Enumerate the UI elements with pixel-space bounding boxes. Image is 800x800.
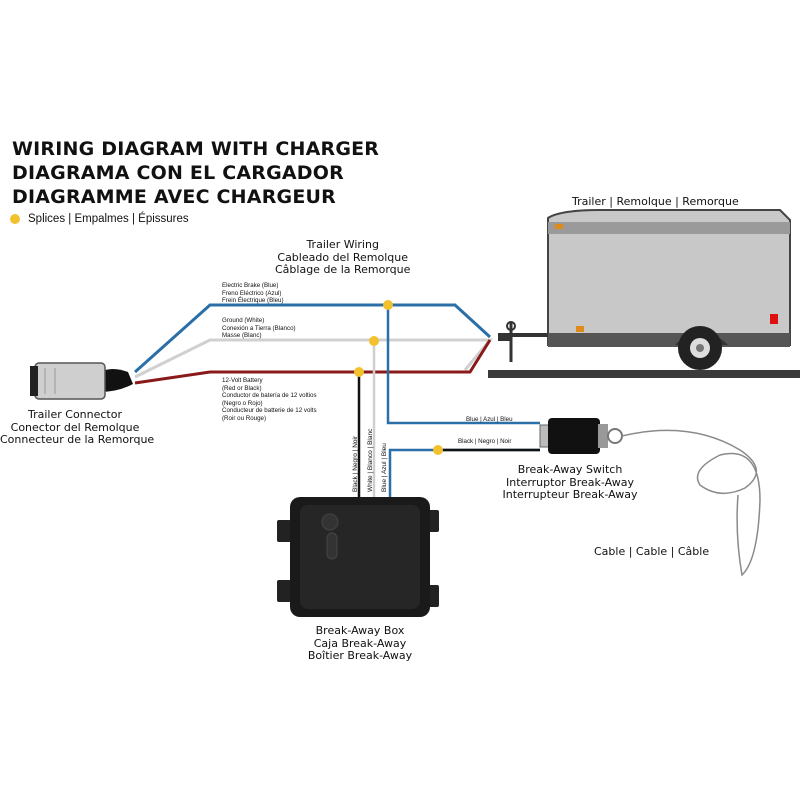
- splice-brake: [383, 300, 393, 310]
- blue-wire-label: Blue | Azul | Bleu: [381, 443, 388, 492]
- breakaway-box-label: Break-Away Box Caja Break-Away Boîtier B…: [307, 624, 413, 662]
- trailer-wiring-label: Trailer Wiring Cableado del Remolque Câb…: [275, 238, 411, 276]
- white-wire-label: White | Blanco | Blanc: [367, 428, 374, 492]
- diagram-title-es: DIAGRAMA CON EL CARGADOR: [12, 162, 344, 184]
- battery-label: 12-Volt Battery (Red or Black) Conductor…: [222, 377, 317, 422]
- breakaway-switch-illustration: [539, 418, 623, 454]
- splice-dot-icon: [10, 214, 20, 224]
- electric-brake-label: Electric Brake (Blue) Freno Eléctrico (A…: [222, 282, 284, 304]
- black-wire-label: Black | Negro | Noir: [352, 435, 359, 492]
- splice-switch: [433, 445, 443, 455]
- splice-legend: Splices | Empalmes | Épissures: [10, 213, 189, 225]
- trailer-connector-label: Trailer Connector Conector del Remolque …: [0, 408, 155, 446]
- ground-label: Ground (White) Conexión a Tierra (Blanco…: [222, 317, 296, 339]
- breakaway-cable: [621, 429, 761, 577]
- splice-legend-label: Splices | Empalmes | Épissures: [28, 213, 189, 225]
- switch-black-wire-label: Black | Negro | Noir: [458, 438, 512, 445]
- breakaway-box-illustration: [277, 497, 439, 617]
- trailer-label: Trailer | Remolque | Remorque: [572, 195, 739, 208]
- splice-ground: [369, 336, 379, 346]
- switch-blue-wire-label: Blue | Azul | Bleu: [466, 416, 513, 423]
- trailer-illustration: [488, 209, 800, 378]
- splice-battery: [354, 367, 364, 377]
- cable-label: Cable | Cable | Câble: [594, 545, 710, 558]
- trailer-connector-plug: [30, 362, 133, 400]
- diagram-title-fr: DIAGRAMME AVEC CHARGEUR: [12, 186, 336, 208]
- diagram-title-en: WIRING DIAGRAM WITH CHARGER: [12, 138, 380, 160]
- breakaway-switch-label: Break-Away Switch Interruptor Break-Away…: [502, 463, 638, 501]
